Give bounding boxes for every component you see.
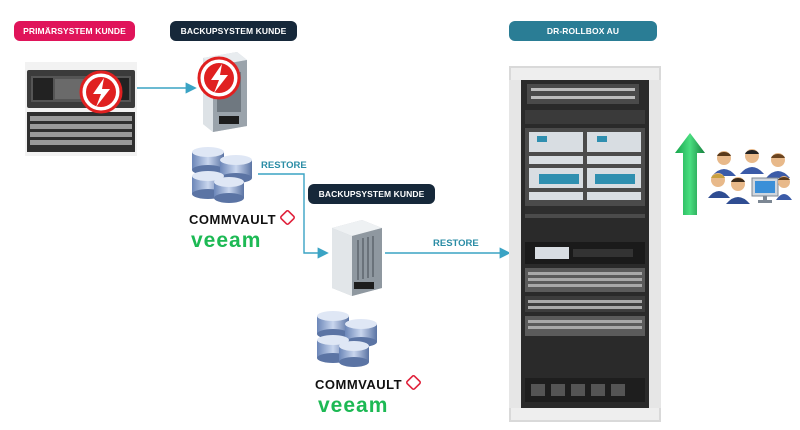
commvault-text: COMMVAULT [315,377,403,392]
user-icon [776,176,792,200]
backup-system-top-label: BACKUPSYSTEM KUNDE [170,21,297,41]
up-arrow-icon [675,133,705,215]
lightning-failure-icon [79,70,123,114]
commvault-logo: COMMVAULT [315,374,423,392]
commvault-mark-icon [405,374,423,391]
database-icon [192,147,252,203]
dr-rollbox-label: DR-ROLLBOX AU [509,21,657,41]
primary-system-label: PRIMÄRSYSTEM KUNDE [14,21,135,41]
computer-monitor-icon [751,177,779,203]
veeam-logo: veeam [318,394,389,417]
user-icon [740,149,764,174]
rack-cabinet-icon [509,66,661,422]
database-icon [317,311,377,367]
commvault-mark-icon [279,209,297,226]
backup-tower-top-icon [197,52,247,132]
user-icon [708,173,730,198]
user-icon [712,151,736,176]
user-icon [726,177,750,204]
commvault-logo: COMMVAULT [189,209,297,227]
user-icon [766,153,790,178]
restore-label-1: RESTORE [261,160,307,171]
users-group-icon [708,149,792,204]
lightning-failure-icon [197,56,241,100]
commvault-text: COMMVAULT [189,212,277,227]
veeam-logo: veeam [191,229,262,252]
primary-server-icon [25,62,137,156]
backup-system-mid-label: BACKUPSYSTEM KUNDE [308,184,435,204]
restore-label-2: RESTORE [433,238,479,249]
arrow-restore-1 [258,173,329,259]
tower-server-icon [332,220,382,296]
